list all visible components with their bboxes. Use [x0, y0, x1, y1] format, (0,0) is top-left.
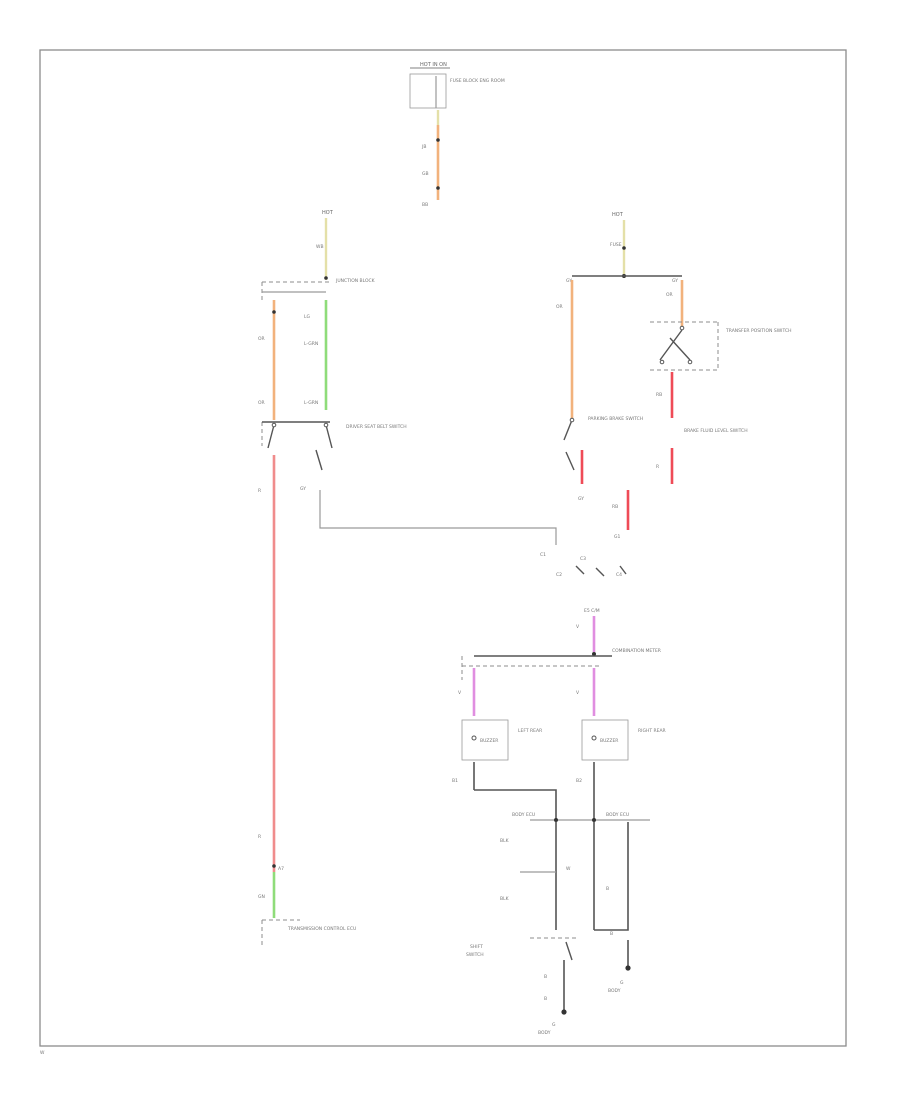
- combination-meter: E5 C/M V COMBINATION METER V V: [458, 608, 661, 716]
- svg-text:RB: RB: [656, 392, 662, 398]
- hot-right-label: HOT: [612, 212, 624, 218]
- park-brake-label: PARKING BRAKE SWITCH: [588, 416, 643, 422]
- hot-left-label: HOT: [322, 210, 334, 216]
- svg-text:OR: OR: [258, 336, 265, 342]
- corner-tag: W: [40, 1050, 45, 1056]
- svg-text:OR: OR: [556, 304, 563, 310]
- brake-fluid-switch: BRAKE FLUID LEVEL SWITCH R RB G1: [612, 428, 748, 540]
- svg-text:OR: OR: [666, 292, 673, 298]
- seat-belt-switch: DRIVER SEAT BELT SWITCH GY: [261, 421, 407, 492]
- svg-text:GY: GY: [578, 496, 584, 502]
- ground-right: G BODY: [608, 940, 631, 994]
- right-supply: HOT FUSE GY GY OR OR: [556, 212, 684, 418]
- svg-text:JB: JB: [421, 144, 426, 150]
- svg-text:BODY: BODY: [538, 1030, 551, 1036]
- right-buzzer-block: BUZZER RIGHT REAR B2: [576, 719, 666, 820]
- combination-meter-label: COMBINATION METER: [612, 648, 661, 654]
- svg-text:WB: WB: [316, 244, 324, 250]
- svg-text:E5 C/M: E5 C/M: [584, 608, 600, 614]
- ground-left-label: G: [552, 1022, 556, 1028]
- svg-text:R: R: [258, 488, 261, 494]
- top-fuse-block: HOT IN ON FUSE BLOCK ENG ROOM JB GB BB: [409, 62, 505, 208]
- right-buzzer-label: BUZZER: [600, 738, 618, 744]
- svg-text:C1: C1: [540, 552, 546, 558]
- svg-text:B2: B2: [576, 778, 582, 784]
- fuse-right-label: FUSE: [610, 242, 622, 248]
- svg-text:B: B: [606, 886, 609, 892]
- svg-text:BLK: BLK: [500, 838, 510, 844]
- fuse-top-label: HOT IN ON: [420, 62, 447, 68]
- svg-text:B: B: [544, 996, 547, 1002]
- left-buzzer-block: BUZZER LEFT REAR B1: [452, 719, 542, 790]
- left-red-wire: R R A7 GN TRANSMISSION CONTROL ECU: [258, 455, 356, 945]
- svg-text:GB: GB: [422, 171, 429, 177]
- svg-text:LG: LG: [304, 314, 311, 320]
- fuse-top-desc: FUSE BLOCK ENG ROOM: [450, 78, 505, 84]
- svg-text:R: R: [656, 464, 659, 470]
- svg-text:GN: GN: [258, 894, 265, 900]
- svg-text:GY: GY: [566, 278, 572, 284]
- left-buzzer-label: BUZZER: [480, 738, 498, 744]
- svg-text:V: V: [576, 624, 580, 630]
- park-brake-switch: PARKING BRAKE SWITCH GY: [563, 416, 643, 502]
- left-box-label: LEFT REAR: [518, 728, 542, 734]
- body-ecu-right-label: BODY ECU: [606, 812, 629, 818]
- svg-text:BB: BB: [422, 202, 428, 208]
- svg-text:V: V: [576, 690, 580, 696]
- svg-text:GY: GY: [672, 278, 678, 284]
- seat-belt-label: DRIVER SEAT BELT SWITCH: [346, 424, 407, 430]
- meter-connector-cluster: C1 C2 C3 C4: [540, 552, 627, 578]
- diagram-frame: [39, 49, 847, 1047]
- lower-ecu-section: BODY ECU BODY ECU BLK BLK W B B SHIFT SW…: [466, 789, 650, 1012]
- relay-left-label: JUNCTION BLOCK: [335, 278, 376, 284]
- svg-text:B: B: [544, 974, 547, 980]
- body-ecu-left-label: BODY ECU: [512, 812, 535, 818]
- svg-text:BODY: BODY: [608, 988, 621, 994]
- svg-text:SHIFT: SHIFT: [470, 944, 483, 950]
- brake-fluid-label: BRAKE FLUID LEVEL SWITCH: [684, 428, 748, 434]
- svg-text:C3: C3: [580, 556, 586, 562]
- svg-text:L-GRN: L-GRN: [304, 341, 318, 347]
- transmission-ecu-label: TRANSMISSION CONTROL ECU: [287, 926, 356, 932]
- transfer-switch: TRANSFER POSITION SWITCH RB: [650, 321, 791, 418]
- svg-text:OR: OR: [258, 400, 265, 406]
- seat-belt-signal-wire: [319, 490, 557, 545]
- left-supply: HOT WB JUNCTION BLOCK OR OR LG L-GRN L-G…: [258, 210, 376, 420]
- svg-text:A7: A7: [278, 866, 284, 872]
- svg-text:V: V: [458, 690, 462, 696]
- svg-text:BLK: BLK: [500, 896, 510, 902]
- ground-right-label: G: [620, 980, 624, 986]
- svg-text:W: W: [566, 866, 571, 872]
- right-box-label: RIGHT REAR: [638, 728, 666, 734]
- svg-text:C4: C4: [616, 572, 622, 578]
- svg-text:R: R: [258, 834, 261, 840]
- svg-text:SWITCH: SWITCH: [466, 952, 484, 958]
- svg-text:G1: G1: [614, 534, 620, 540]
- transfer-switch-label: TRANSFER POSITION SWITCH: [725, 328, 791, 334]
- svg-text:C2: C2: [556, 572, 562, 578]
- svg-text:B: B: [610, 931, 613, 937]
- svg-text:RB: RB: [612, 504, 618, 510]
- svg-text:L-GRN: L-GRN: [304, 400, 318, 406]
- svg-text:B1: B1: [452, 778, 458, 784]
- ground-left: G BODY: [538, 1009, 567, 1036]
- svg-text:GY: GY: [300, 486, 306, 492]
